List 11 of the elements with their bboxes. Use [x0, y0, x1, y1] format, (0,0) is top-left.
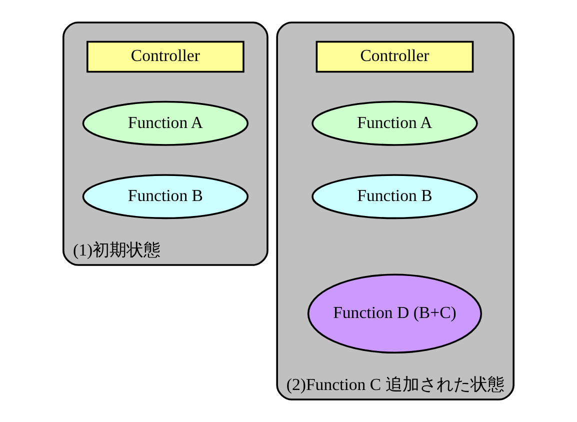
node-ellipse: Function B	[82, 174, 249, 220]
node-ellipse: Function D (B+C)	[307, 274, 482, 354]
node-box: Controller	[86, 40, 244, 73]
node-label: (2)Function C 追加された状態	[286, 375, 504, 394]
cluster	[276, 22, 514, 400]
node-ellipse: Function B	[312, 174, 478, 220]
node-ellipse: Function A	[82, 100, 249, 146]
node-label: (1)初期状態	[73, 240, 161, 260]
cluster	[62, 22, 268, 266]
node-box: Controller	[316, 40, 474, 73]
node-ellipse: Function A	[312, 100, 478, 146]
